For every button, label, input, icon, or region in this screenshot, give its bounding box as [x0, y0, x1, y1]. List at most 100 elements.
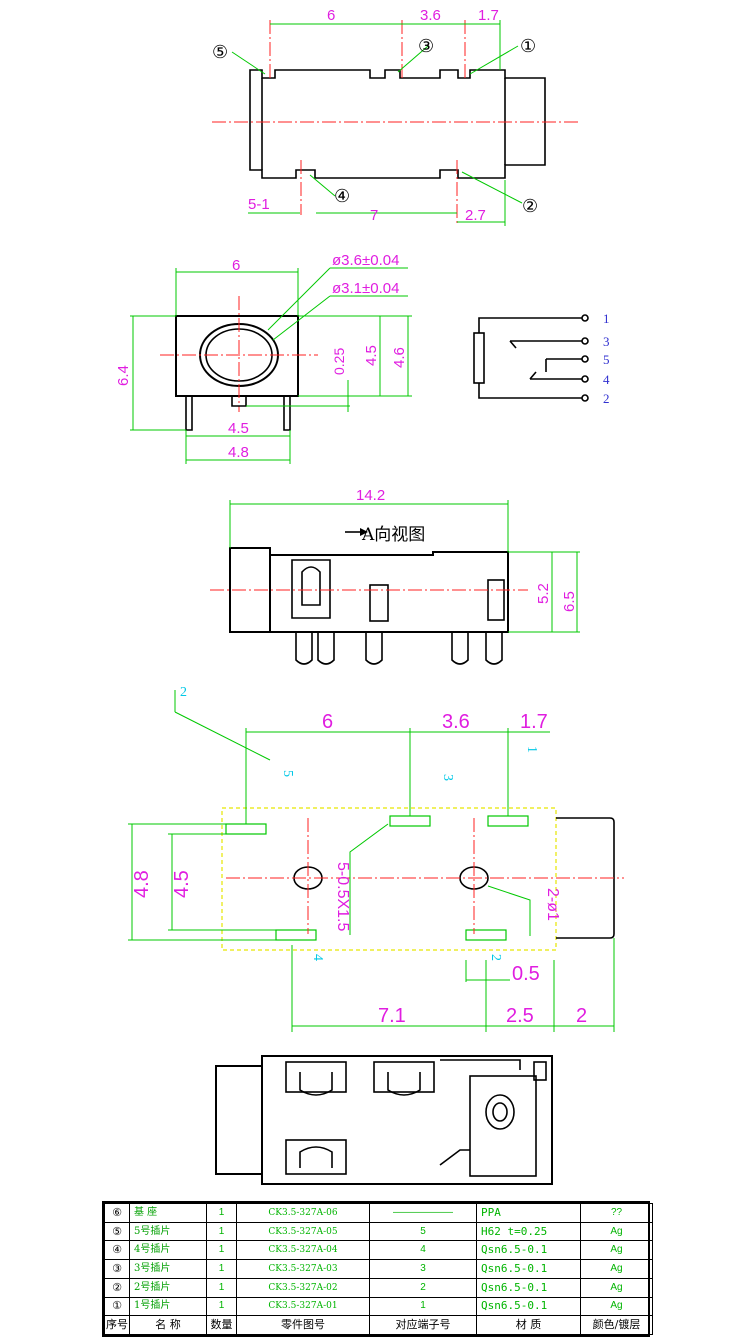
dim-7.1: 7.1 [378, 1005, 406, 1027]
pin-label-3: 3 [603, 334, 610, 349]
dim-w4.8: 4.8 [228, 444, 249, 461]
dim-w14.2: 14.2 [356, 487, 385, 504]
bom-cell-finish: Ag [580, 1277, 653, 1298]
pin-schematic: 1 3 5 4 2 [473, 311, 610, 406]
dim-3.6: 3.6 [442, 711, 470, 733]
callout-4: ④ [334, 186, 350, 207]
callout-2: ② [522, 196, 538, 217]
bom-cell-mat: Qsn6.5-0.1 [476, 1277, 581, 1298]
bom-cell-idx: ⑥ [104, 1203, 130, 1223]
bom-cell-name: 2号插片 [129, 1277, 207, 1298]
dim-2.5: 2.5 [506, 1005, 534, 1027]
bom-cell-qty: 1 [206, 1296, 237, 1317]
bom-cell-term: 1 [369, 1296, 477, 1317]
dim-h4.5: 4.5 [171, 870, 193, 898]
bom-cell-mat: Qsn6.5-0.1 [476, 1259, 581, 1279]
bom-cell-pn: CK3.5-327A-01 [236, 1296, 370, 1317]
dim-6: 6 [327, 7, 335, 24]
dim-h4.5: 4.5 [363, 345, 380, 366]
bom-cell-qty: 1 [206, 1203, 237, 1223]
pcb-footprint-view: 6 3.6 1.7 2 5 3 1 4 2 4.8 4.5 5-0.5X1.5 … [128, 685, 624, 1032]
bom-cell-qty: 1 [206, 1240, 237, 1261]
bom-cell-idx: ② [104, 1277, 130, 1298]
bom-cell-pn: CK3.5-327A-05 [236, 1221, 370, 1242]
dim-1.7: 1.7 [520, 711, 548, 733]
bom-cell-term: 5 [369, 1221, 477, 1242]
bom-cell-qty: 1 [206, 1259, 237, 1279]
pad-label-3: 3 [440, 774, 455, 781]
dim-slot: 5-0.5X1.5 [334, 862, 351, 931]
bom-cell-finish: Ag [580, 1296, 653, 1317]
bom-cell-finish: Ag [580, 1259, 653, 1279]
bom-cell-pn: CK3.5-327A-06 [236, 1203, 370, 1223]
bom-cell-idx: ③ [104, 1259, 130, 1279]
bom-cell-idx: ⑤ [104, 1221, 130, 1242]
dim-7: 7 [370, 207, 378, 224]
pin-label-1: 1 [603, 311, 610, 326]
bom-cell-term: 2 [369, 1277, 477, 1298]
bom-cell-finish: Ag [580, 1221, 653, 1242]
bom-cell-term: 4 [369, 1240, 477, 1261]
pad-label-1: 1 [524, 746, 539, 753]
bom-cell-mat: H62 t=0.25 [476, 1221, 581, 1242]
bom-cell-term: —————— [369, 1203, 477, 1223]
bom-cell-name: 3号插片 [129, 1259, 207, 1279]
dim-w4.5: 4.5 [228, 420, 249, 437]
callout-3: ③ [418, 36, 434, 57]
dim-w6: 6 [232, 257, 240, 274]
pad-label-4: 4 [310, 954, 325, 961]
bom-cell-pn: CK3.5-327A-02 [236, 1277, 370, 1298]
dim-h0.25: 0.25 [331, 348, 347, 375]
dim-3.6: 3.6 [420, 7, 441, 24]
callout-5: ⑤ [212, 42, 228, 63]
bom-cell-idx: ④ [104, 1240, 130, 1261]
bom-header-idx: 序号 [104, 1315, 130, 1335]
dim-2.7: 2.7 [465, 207, 486, 224]
dim-h4.8: 4.8 [131, 870, 153, 898]
dim-2: 2 [576, 1005, 587, 1027]
dim-0.5: 0.5 [512, 963, 540, 985]
note-question: 2 [180, 685, 187, 700]
dim-5-1: 5-1 [248, 196, 270, 213]
dim-dia-3.1: ø3.1±0.04 [332, 280, 399, 297]
bom-cell-name: 4号插片 [129, 1240, 207, 1261]
side-view: 6 3.6 1.7 5-1 7 2.7 ⑤ ③ ① ④ ② [212, 7, 578, 226]
dim-h5.2: 5.2 [535, 583, 552, 604]
bom-cell-mat: Qsn6.5-0.1 [476, 1240, 581, 1261]
bom-header-finish: 颜色/镀层 [580, 1315, 653, 1335]
bom-header-name: 名 称 [129, 1315, 207, 1335]
bom-cell-name: 基 座 [129, 1203, 207, 1223]
bom-cell-finish: ?? [580, 1203, 653, 1223]
a-direction-view: 14.2 A向视图 5.2 6.5 [210, 487, 580, 665]
bom-cell-name: 1号插片 [129, 1296, 207, 1317]
dim-dia-3.6: ø3.6±0.04 [332, 252, 399, 269]
bom-cell-mat: PPA [476, 1203, 581, 1223]
bom-cell-finish: Ag [580, 1240, 653, 1261]
bom-header-qty: 数量 [206, 1315, 237, 1335]
bom-header-row: 序号名 称数量零件图号对应端子号材 质颜色/镀层 [104, 1315, 653, 1335]
pad-label-2: 2 [488, 954, 503, 961]
dim-hole: 2-ø1 [544, 888, 561, 921]
dim-6: 6 [322, 711, 333, 733]
bom-header-mat: 材 质 [476, 1315, 581, 1335]
bottom-view [215, 1055, 553, 1185]
bom-cell-pn: CK3.5-327A-03 [236, 1259, 370, 1279]
bom-header-term: 对应端子号 [369, 1315, 477, 1335]
callout-1: ① [520, 36, 536, 57]
front-view: 6 ø3.6±0.04 ø3.1±0.04 6.4 0.25 4.5 4.6 4… [115, 252, 412, 464]
bom-cell-name: 5号插片 [129, 1221, 207, 1242]
dim-h6.4: 6.4 [115, 365, 132, 386]
bom-header-pn: 零件图号 [236, 1315, 370, 1335]
pin-label-4: 4 [603, 372, 610, 387]
pin-label-2: 2 [603, 391, 610, 406]
bom-cell-term: 3 [369, 1259, 477, 1279]
bom-cell-qty: 1 [206, 1221, 237, 1242]
